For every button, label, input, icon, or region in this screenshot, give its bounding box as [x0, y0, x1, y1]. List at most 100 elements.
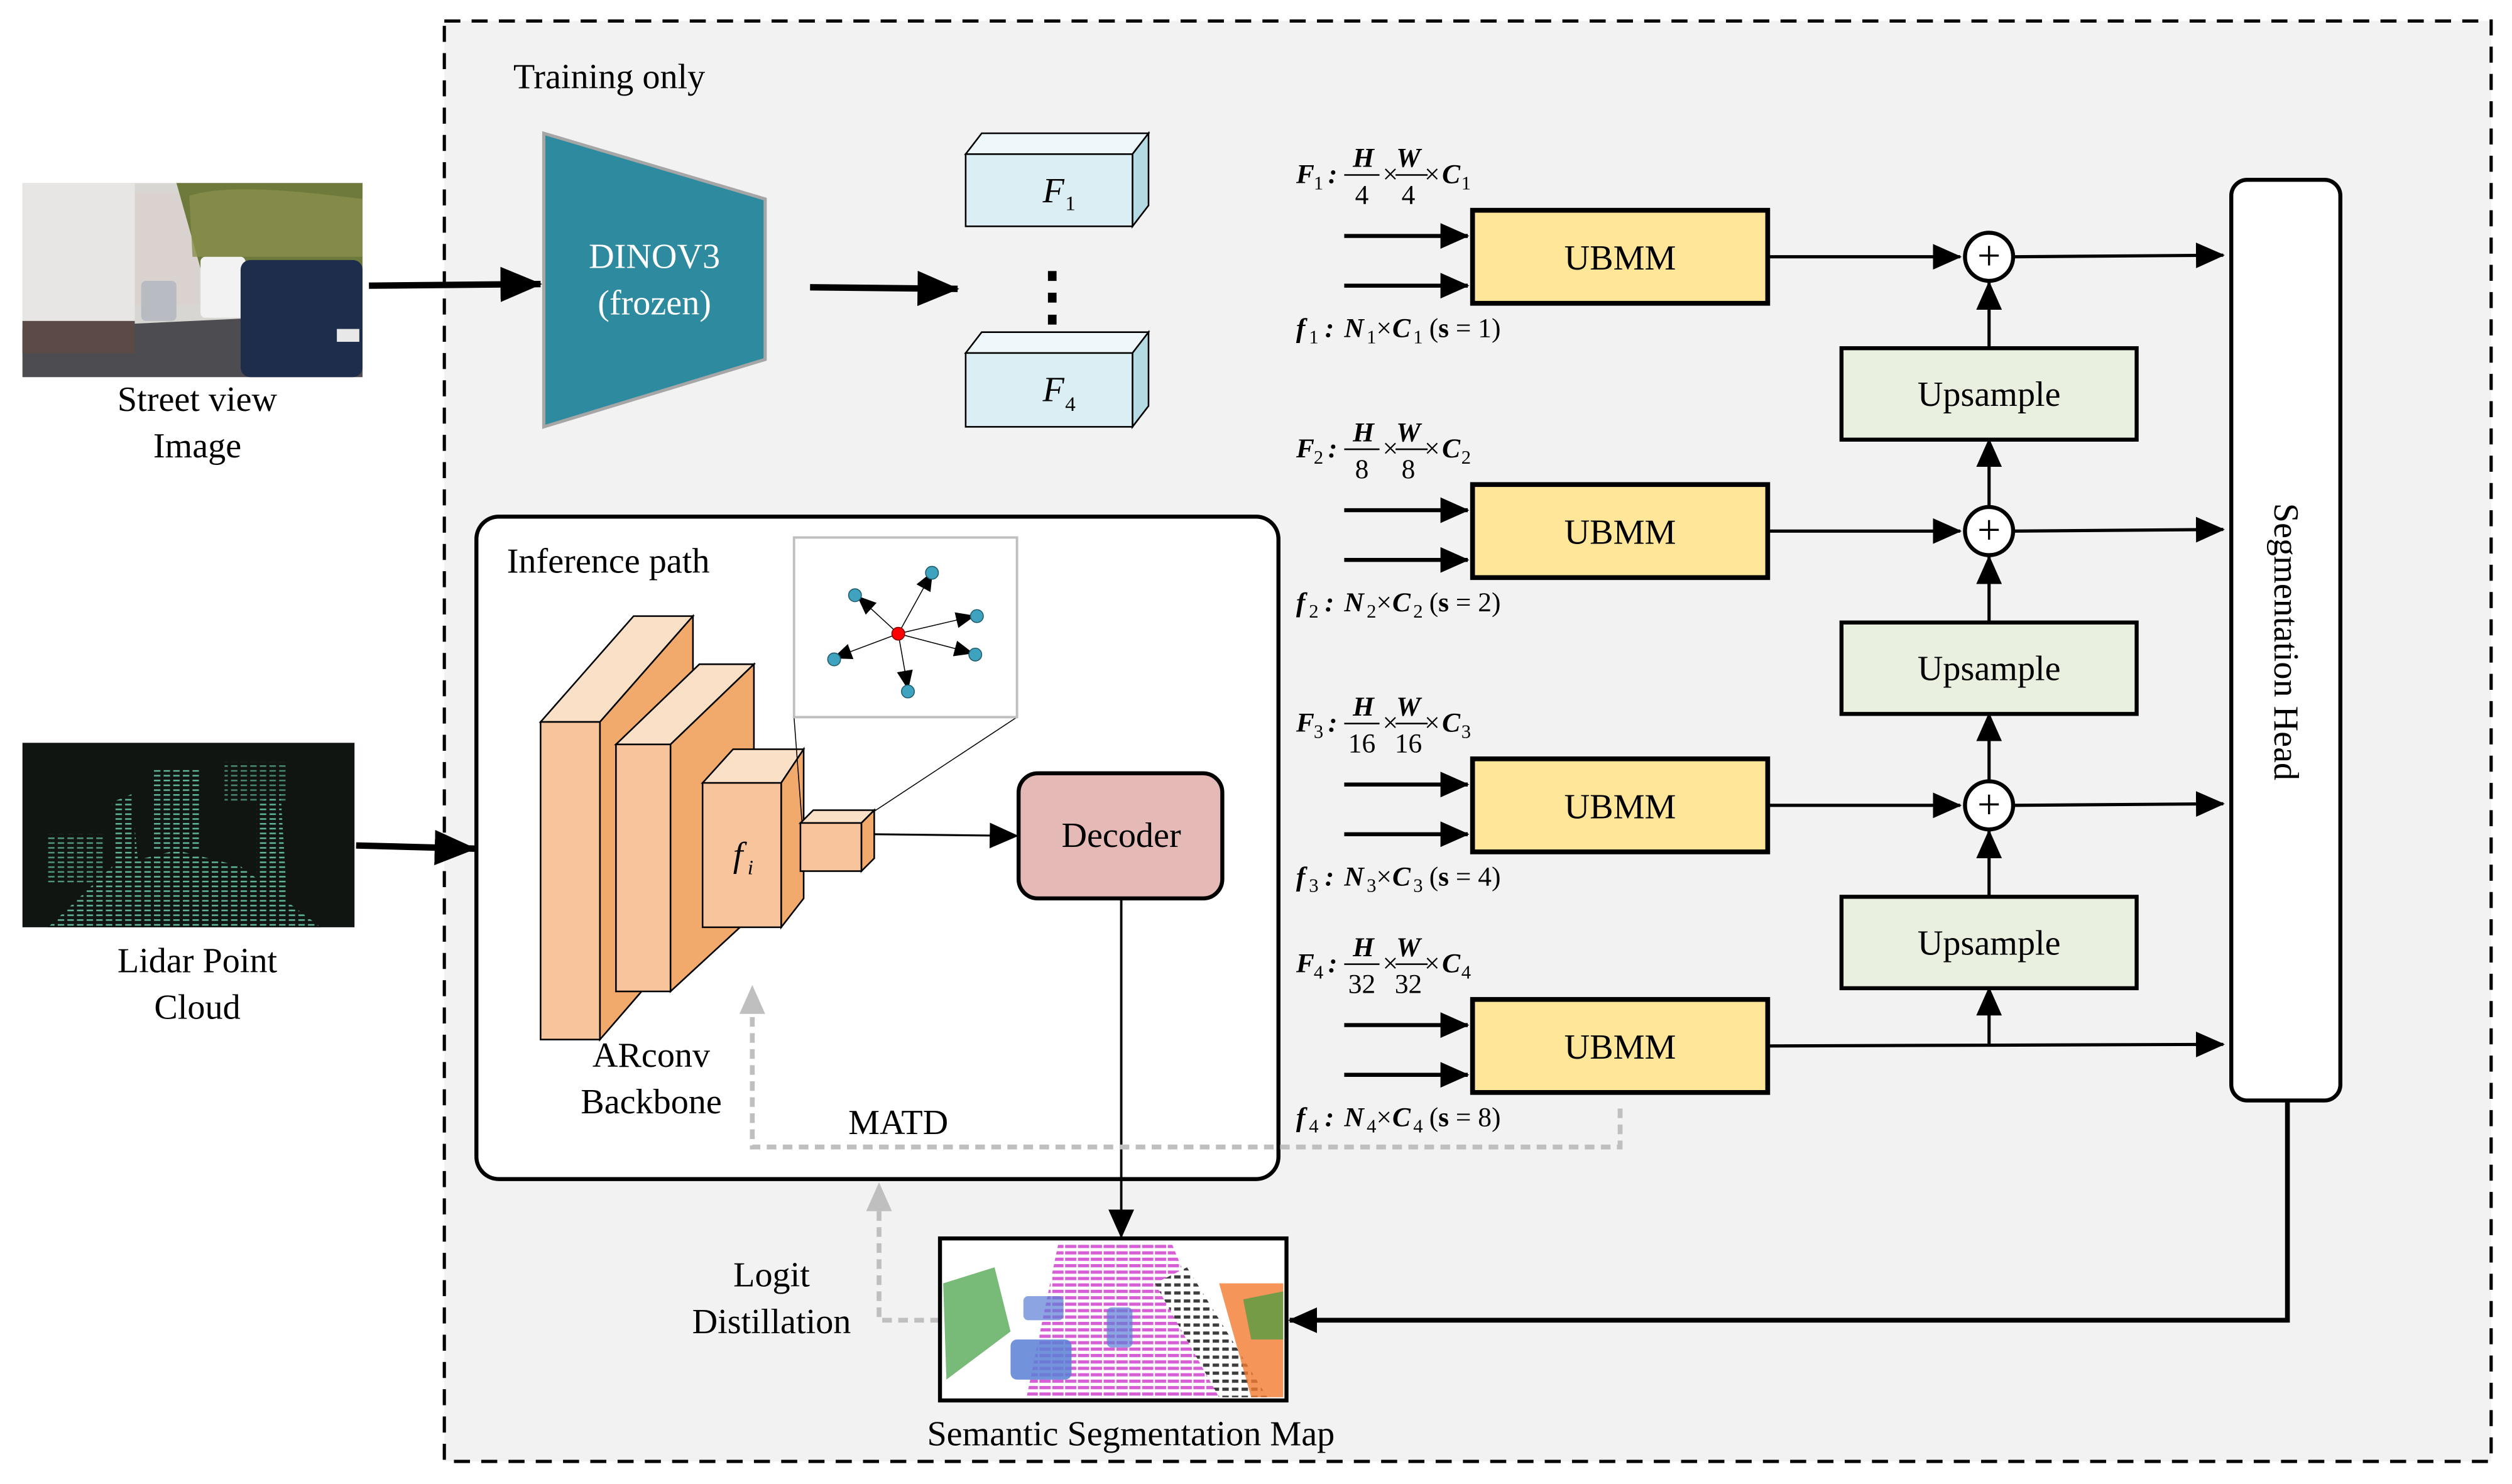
formula-F-sub: 4 [1314, 962, 1323, 983]
street-view-label-2: Image [153, 427, 241, 466]
formula-H-den: 16 [1348, 729, 1375, 759]
formula-F: F [1296, 159, 1314, 189]
formula-C: C [1442, 948, 1461, 978]
seghead-to-segmap-arrow [1288, 1100, 2290, 1333]
formula-f: f [1296, 1102, 1308, 1132]
neighbor-point [969, 609, 984, 623]
feature-fi-sub: i [748, 856, 753, 880]
formula-N: N [1343, 1102, 1365, 1132]
feature-f1-sub: 1 [1065, 192, 1076, 216]
formula-times: × [1376, 313, 1391, 343]
formula-N: N [1343, 313, 1365, 343]
street-view-label-1: Street view [117, 380, 278, 419]
formula-C-sub: 1 [1461, 172, 1471, 194]
formula-H-den: 8 [1355, 454, 1369, 484]
formula-times: × [1376, 587, 1391, 618]
formula-times: × [1383, 948, 1398, 978]
formula-F: F [1296, 707, 1314, 738]
segmap-label: Semantic Segmentation Map [927, 1414, 1335, 1453]
formula-N: N [1343, 587, 1365, 618]
lidar-to-backbone-arrow [356, 829, 477, 866]
ubmm-label: UBMM [1565, 513, 1676, 552]
formula-colon: : [1325, 861, 1334, 892]
sum-to-seghead-arrow [2014, 243, 2225, 268]
formula-W-den: 8 [1402, 454, 1416, 484]
formula-colon: : [1325, 587, 1334, 618]
formula-f-sub: 4 [1309, 1116, 1318, 1137]
stride-label: (s = 1) [1429, 313, 1501, 343]
formula-colon: : [1328, 159, 1337, 189]
upsample-label: Upsample [1918, 924, 2061, 963]
center-point [891, 626, 905, 641]
feature-f4-name: F [1042, 370, 1064, 409]
ubmm-block [1470, 207, 1771, 306]
logit-label-2: Distillation [692, 1302, 851, 1341]
neighbor-point [848, 588, 862, 603]
sum-to-seghead-arrow [2014, 791, 2225, 817]
formula-W-den: 32 [1395, 969, 1422, 1000]
stride-label: (s = 4) [1429, 861, 1501, 892]
formula-N: N [1343, 861, 1365, 892]
logit-label-1: Logit [733, 1256, 810, 1295]
feature-box-f4: F 4 [964, 329, 1150, 430]
formula-times: × [1424, 159, 1439, 189]
formula-W-den: 16 [1395, 729, 1422, 759]
formula-times: × [1424, 434, 1439, 464]
formula-times: × [1383, 159, 1398, 189]
formula-f-sub: 3 [1309, 875, 1318, 897]
neighbor-point [827, 652, 841, 667]
feature-f4-sub: 4 [1065, 393, 1076, 416]
formula-W: W [1396, 143, 1423, 173]
formula-H: H [1352, 417, 1375, 447]
formula-F-sub: 1 [1314, 172, 1323, 194]
ubmm-block [1470, 756, 1771, 854]
lidar-point-cloud-image [22, 743, 355, 927]
formula-colon: : [1328, 434, 1337, 464]
formula-W-den: 4 [1402, 180, 1416, 210]
formula-F-sub: 3 [1314, 721, 1323, 743]
decoder-label: Decoder [1061, 816, 1181, 855]
ubmm-to-seghead-arrow [1767, 1031, 2225, 1057]
backbone-label-1: ARconv [593, 1036, 711, 1075]
formula-C: C [1392, 1102, 1411, 1132]
formula-times: × [1424, 948, 1439, 978]
neighbor-point [968, 647, 983, 662]
formula-C-sub: 2 [1413, 601, 1423, 622]
formula-N-sub: 1 [1367, 327, 1376, 348]
formula-C: C [1442, 707, 1461, 738]
upsample-block: Upsample [1839, 346, 2139, 442]
matd-arrowhead [739, 985, 765, 1014]
lidar-label-1: Lidar Point [117, 941, 278, 980]
formula-C: C [1392, 587, 1411, 618]
formula-F-sub: 2 [1314, 447, 1323, 468]
feature-f1-name: F [1042, 172, 1064, 210]
formula-N-sub: 3 [1367, 875, 1376, 897]
dinov3-teacher-block [542, 131, 767, 429]
formula-colon: : [1325, 313, 1334, 343]
upsample-block: Upsample [1839, 895, 2139, 991]
neighbor-point [901, 684, 915, 699]
ubmm-label: UBMM [1565, 1028, 1676, 1067]
formula-f-sub: 1 [1309, 327, 1318, 348]
formula-f: f [1296, 587, 1308, 618]
formula-H: H [1352, 692, 1375, 722]
plus-icon: + [1977, 233, 2001, 279]
inference-path-label: Inference path [507, 542, 710, 581]
logit-distillation-arrowhead [866, 1182, 892, 1211]
formula-times: × [1376, 861, 1391, 892]
formula-W: W [1396, 417, 1423, 447]
ubmm-label: UBMM [1565, 239, 1676, 278]
dinov3-label: DINOV3 [589, 237, 720, 276]
street-view-to-dinov3-arrow [369, 266, 542, 302]
formula-F: F [1296, 434, 1314, 464]
logit-distillation-path [876, 1199, 941, 1323]
upsample-label: Upsample [1918, 650, 2061, 689]
